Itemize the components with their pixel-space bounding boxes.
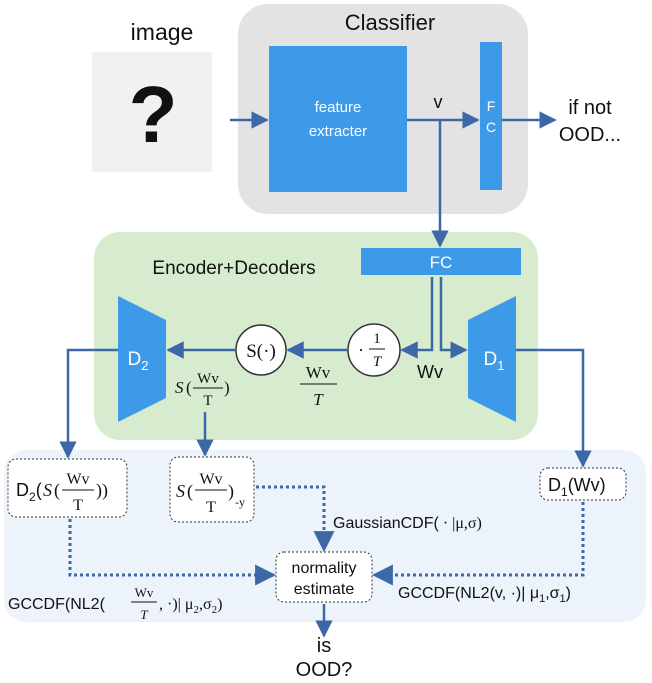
d2-output-den: T (73, 497, 83, 514)
dotted-arrow-d1-to-normality (371, 502, 585, 586)
softmax-output-open: ( (186, 378, 192, 397)
temperature-dot: · (358, 340, 364, 360)
arrow-fc-to-scale (400, 277, 434, 359)
if-not-label: if not (568, 97, 612, 119)
wv-over-t-den: T (313, 390, 324, 409)
d2-output-box (7, 458, 128, 518)
softmax-output-num: Wv (197, 371, 219, 387)
is-label: is (317, 635, 331, 657)
d2-output-close: )) (96, 480, 108, 501)
dotted-arrow-selected-to-normality (256, 485, 335, 553)
decoder-d1-block (468, 296, 516, 422)
classifier-title: Classifier (345, 10, 435, 35)
d2-output-D: D2( (16, 480, 42, 504)
selected-softmax-S: S (176, 481, 185, 501)
selected-softmax-close: ) (228, 481, 234, 502)
feature-extractor-label-1: feature (315, 99, 362, 116)
input-image-label: image (131, 19, 194, 45)
gccdf-right-label: GCCDF(NL2(v, ·)| μ1,σ1) (398, 585, 571, 605)
softmax-label: S(·) (246, 341, 276, 362)
gccdf-left-den: T (140, 607, 148, 622)
feature-extractor-label-2: extracter (309, 123, 367, 140)
selected-softmax-num: Wv (199, 471, 222, 488)
gccdf-left-num: Wv (135, 585, 154, 600)
decoder-d2-block (118, 296, 166, 422)
selected-softmax-den: T (206, 499, 216, 516)
temperature-T: T (373, 354, 383, 370)
selected-softmax-open: ( (187, 481, 193, 502)
temperature-one: 1 (373, 331, 381, 347)
fc-encoder-bar (361, 248, 521, 275)
d2-output-num: Wv (66, 471, 89, 488)
arrow-d2-to-output (59, 348, 118, 459)
arrow-fc-to-d1 (439, 277, 468, 359)
wv-label: Wv (417, 362, 443, 382)
gaussian-cdf-label: GaussianCDF( · |μ,σ) (333, 515, 482, 532)
selected-softmax-sub: -y (235, 495, 245, 509)
ood-question-label: OOD? (296, 659, 353, 681)
v-label: v (434, 92, 443, 112)
fc-classifier-label-c: C (486, 119, 496, 135)
normality-label-1: normality (292, 560, 357, 577)
fc-classifier-block (480, 42, 502, 190)
softmax-output-close: ) (224, 378, 230, 397)
fc-encoder-label: FC (430, 253, 453, 272)
d1-output-label: D1(Wv) (548, 475, 606, 499)
normality-label-2: estimate (294, 581, 355, 598)
decoder-d2-label: D2 (128, 349, 149, 373)
arrow-d1-to-output (516, 348, 592, 468)
input-image-placeholder (92, 52, 212, 172)
wv-over-t-num: Wv (306, 363, 331, 382)
feature-extractor-block (269, 46, 407, 192)
fc-classifier-label-f: F (487, 98, 496, 114)
d2-output-open: ( (54, 480, 60, 501)
d1-output-box (539, 467, 627, 501)
ood-dots-label: OOD... (559, 124, 621, 146)
d2-output-S: S (43, 480, 52, 500)
softmax-output-den: T (203, 393, 212, 409)
gccdf-left-prefix: GCCDF(NL2( (8, 596, 106, 613)
question-mark-icon: ? (129, 70, 178, 159)
dotted-arrow-d2-to-normality (68, 519, 277, 586)
encoder-decoders-title: Encoder+Decoders (152, 258, 315, 279)
decoder-d1-label: D1 (484, 349, 505, 373)
softmax-output-S: S (175, 378, 184, 397)
gccdf-left-suffix: , ·)| μ2,σ2) (159, 596, 222, 616)
